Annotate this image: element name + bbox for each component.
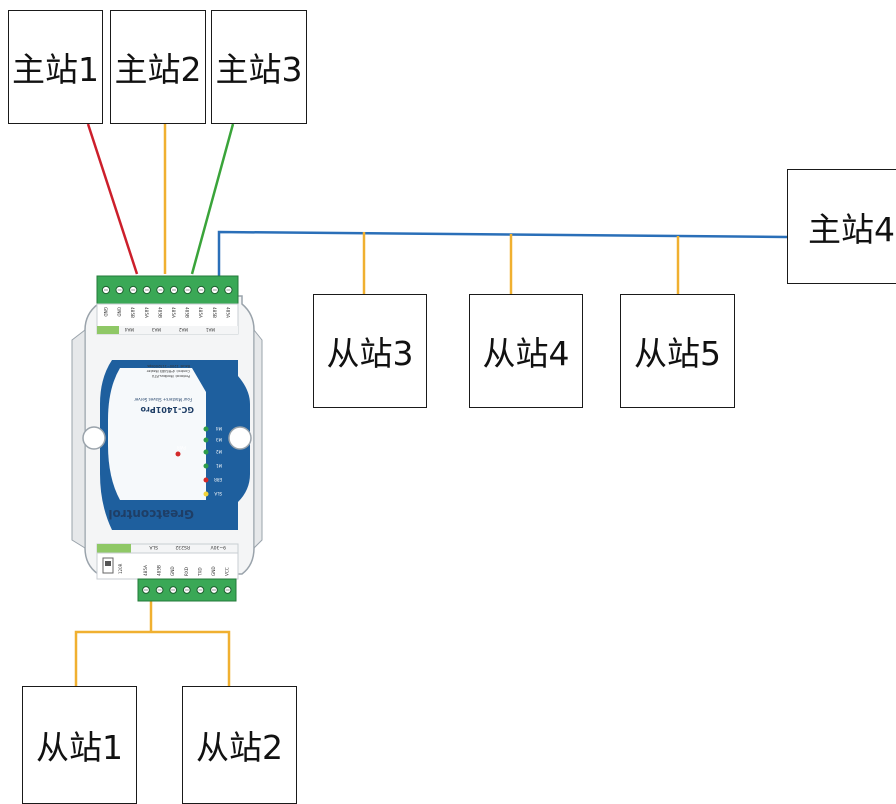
master-2-label: 主站2: [114, 50, 202, 89]
master4-bus: [217, 230, 788, 276]
bottom-group-label: 9~30V: [210, 544, 226, 550]
slave-node-5: 从站5: [620, 294, 735, 408]
master-3-label: 主站3: [215, 50, 303, 89]
top-port-label: GND: [117, 307, 122, 317]
top-group-label: MA3: [152, 327, 161, 332]
led-m2: [203, 449, 209, 455]
slave-1-label: 从站1: [36, 728, 123, 767]
led-label: M4: [216, 426, 222, 431]
slave-node-2: 从站2: [182, 686, 297, 804]
slave-node-1: 从站1: [22, 686, 137, 804]
device-left-rail: [71, 328, 86, 549]
bottom-port-label: GND: [211, 566, 216, 576]
led-label: ERR: [214, 477, 222, 482]
top-port-label: 485A: [171, 307, 176, 318]
white-window: [108, 368, 206, 500]
top-terminal-screws: [101, 285, 233, 295]
master-node-2: 主站2: [110, 10, 206, 124]
device-spec-line-3: Baud: 1200~115200bps: [147, 364, 190, 368]
slave-2-label: 从站2: [196, 728, 283, 767]
bottom-group-label: RS232: [175, 544, 190, 550]
slave-5-label: 从站5: [634, 334, 721, 373]
top-group-bar: [97, 326, 238, 334]
led-m1: [203, 463, 209, 469]
sla-bus: [74, 630, 231, 686]
bottom-terminal-screws: [142, 586, 232, 594]
bottom-port-label: TXD: [197, 567, 202, 577]
bottom-group-label: SLA: [149, 544, 158, 550]
top-group-labels: MA4 MA3 MA2 MA1: [125, 327, 215, 332]
top-group-label: MA2: [179, 327, 188, 332]
bottom-group-accent: [97, 544, 131, 553]
top-group-label: MA1: [206, 327, 215, 332]
master3-wire: [190, 123, 235, 275]
device-subtitle: Four Masters+ Slaves Server: [134, 397, 192, 402]
master-node-1: 主站1: [8, 10, 103, 124]
master-node-4: 主站4: [787, 169, 896, 284]
top-port-label: 485B: [157, 307, 162, 318]
led-label: SLA: [214, 491, 222, 496]
device-right-rail: [253, 328, 263, 550]
device-brand: Greatcontrol: [108, 507, 194, 521]
led-err: [203, 477, 209, 483]
bottom-group-labels: SLA RS232 9~30V: [149, 544, 226, 550]
top-port-label: GND: [103, 307, 108, 317]
status-leds: [175, 426, 209, 497]
bottom-port-label: 485A: [143, 565, 148, 576]
led-label: M3: [216, 437, 222, 442]
device-spec-line-2: Control: 4*RS485 Master: [146, 369, 190, 373]
slave-4-label: 从站4: [482, 334, 570, 373]
led-pwr: [175, 451, 181, 457]
bottom-port-label: GND: [170, 566, 175, 576]
master1-wire: [86, 123, 139, 275]
slave-3-label: 从站3: [326, 334, 414, 373]
bottom-port-label: RXD: [184, 567, 189, 576]
top-port-label: 485A: [225, 307, 230, 318]
master-node-3: 主站3: [211, 10, 307, 124]
top-port-label: 485A: [198, 307, 203, 318]
pwr-label: PWR: [177, 445, 186, 450]
top-port-label: 485B: [212, 307, 217, 318]
top-group-label: MA4: [125, 327, 134, 332]
dip-switch-knob: [105, 561, 111, 566]
led-label: M1: [216, 463, 222, 468]
device-spec-line-1: Protocol: Modbus-RTU: [151, 374, 190, 378]
device-model: GC-1401Pro: [140, 405, 194, 414]
led-m4: [203, 426, 209, 432]
top-port-labels: GND GND 485B 485A 485B 485A 485B 485A 485B 485A: [103, 307, 230, 318]
master-1-label: 主站1: [12, 50, 99, 89]
mount-hole-right: [228, 426, 252, 450]
led-label: M2: [216, 449, 222, 454]
top-port-label: 485B: [130, 307, 135, 318]
switch-label: 120R: [118, 563, 123, 574]
slave-node-4: 从站4: [469, 294, 583, 408]
bottom-port-label: 485B: [157, 565, 162, 576]
top-port-label: 485A: [144, 307, 149, 318]
bottom-port-labels: 485A 485B GND RXD TXD GND VCC: [143, 565, 230, 577]
led-sla: [203, 491, 209, 497]
master-4-label: 主站4: [808, 209, 895, 249]
led-m3: [203, 437, 209, 443]
mount-hole-left: [82, 426, 106, 450]
top-group-accent: [97, 326, 119, 334]
bottom-port-label: VCC: [225, 567, 230, 576]
slave-node-3: 从站3: [313, 294, 427, 408]
bottom-label-strip: [96, 552, 239, 580]
top-port-label: 485B: [185, 307, 190, 318]
